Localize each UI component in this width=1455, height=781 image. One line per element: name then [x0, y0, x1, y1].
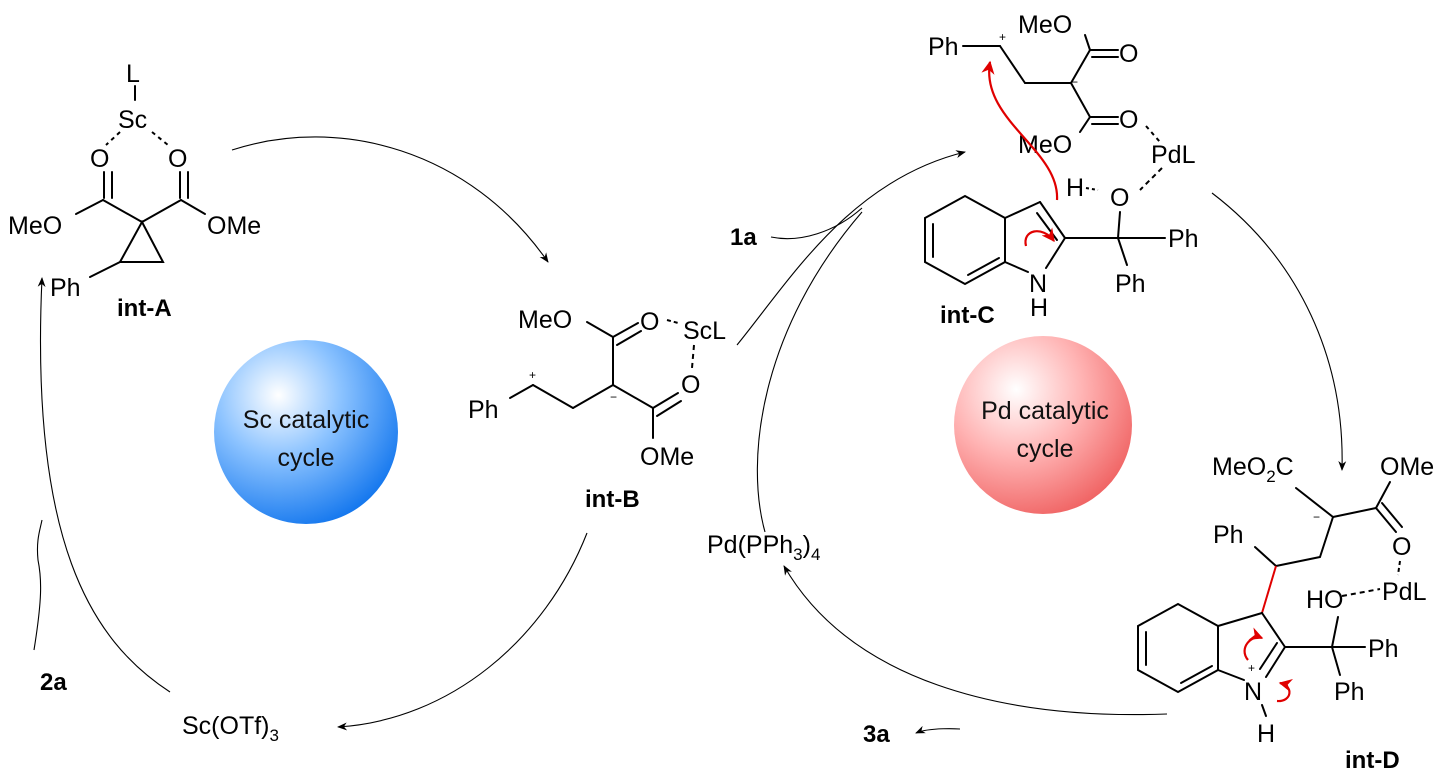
atom-OMe: OMe [640, 443, 694, 471]
atom-L: L [126, 60, 140, 88]
pd-cycle-label-line1: Pd catalytic [981, 397, 1109, 425]
svg-text:+: + [999, 30, 1006, 44]
svg-text:MeO2C: MeO2C [1212, 453, 1294, 486]
atom-MeO: MeO [1018, 131, 1072, 159]
svg-text:Pd(PPh3)4: Pd(PPh3)4 [707, 531, 820, 564]
pd-catalytic-cycle-sphere: Pd catalytic cycle [954, 336, 1132, 514]
int-D-label: int-D [1345, 747, 1400, 774]
product-3a: 3a [863, 721, 890, 748]
svg-text:+: + [529, 368, 536, 382]
atom-Ph: Ph [468, 396, 499, 424]
svg-text:Sc(OTf)3: Sc(OTf)3 [182, 712, 279, 745]
atom-Sc: Sc [118, 106, 147, 134]
atom-O: O [1119, 106, 1138, 134]
atom-O: O [640, 308, 659, 336]
atom-OMe: OMe [1380, 453, 1434, 481]
new-cc-bond [1261, 565, 1277, 614]
atom-O: O [1110, 184, 1129, 212]
arrow-intB-to-ScOTf3 [337, 532, 588, 731]
atom-MeO: MeO [518, 306, 572, 334]
atom-O: O [90, 145, 109, 173]
atom-H: H [1066, 174, 1084, 202]
arrow-to-3a [915, 725, 961, 734]
sc-otf3-catalyst: Sc(OTf)3 [182, 712, 279, 745]
svg-text:−: − [1071, 75, 1078, 89]
svg-text:−: − [610, 390, 617, 404]
atom-O: O [1392, 533, 1411, 561]
intermediate-int-C: Ph + MeO − O O MeO PdL H O N H [924, 11, 1199, 329]
int-B-label: int-B [585, 486, 640, 513]
atom-N: N [1029, 270, 1047, 298]
electron-arrow-icon [1024, 227, 1055, 247]
int-A-label: int-A [117, 295, 172, 322]
sc-cycle-label-line2: cycle [278, 444, 335, 472]
atom-PdL: PdL [1151, 141, 1196, 169]
atom-O: O [1119, 40, 1138, 68]
svg-text:−: − [1313, 510, 1320, 524]
atom-HO: HO [1306, 586, 1344, 614]
atom-Ph: Ph [1115, 270, 1146, 298]
atom-H: H [1030, 294, 1048, 322]
atom-Ph: Ph [1368, 635, 1399, 663]
pd-pph3-4-catalyst: Pd(PPh3)4 [707, 531, 820, 564]
arrow-intB-to-intC [736, 150, 966, 346]
arrow-2a-join [33, 519, 43, 651]
atom-PdL: PdL [1382, 578, 1427, 606]
int-C-label: int-C [940, 302, 995, 329]
electron-arrow-icon [981, 60, 1059, 201]
atom-Ph: Ph [1334, 678, 1365, 706]
sc-catalytic-cycle-sphere: Sc catalytic cycle [214, 340, 398, 524]
arrow-intD-to-Pd0 [783, 565, 1168, 716]
atom-N: N [1244, 678, 1262, 706]
atom-Ph: Ph [1168, 225, 1199, 253]
atom-MeO: MeO [1018, 11, 1072, 39]
intermediate-int-A: L Sc O O MeO OMe Ph int-A [8, 60, 261, 322]
atom-Ph: Ph [928, 33, 959, 61]
reagent-2a: 2a [40, 669, 67, 696]
atom-O: O [681, 371, 700, 399]
atom-Ph: Ph [50, 274, 81, 302]
atom-ScL: ScL [683, 317, 726, 345]
pd-cycle-label-line2: cycle [1017, 435, 1074, 463]
electron-arrow-icon [1276, 679, 1294, 703]
electron-arrow-icon [1243, 627, 1264, 661]
cycle-arrows [33, 136, 1347, 734]
sc-cycle-label-line1: Sc catalytic [243, 406, 369, 434]
svg-text:+: + [1248, 661, 1255, 675]
reagent-1a: 1a [730, 224, 757, 251]
atom-Ph: Ph [1213, 521, 1244, 549]
atom-MeO: MeO [8, 212, 62, 240]
intermediate-int-B: MeO O ScL O OMe − + Ph int-B [468, 306, 726, 513]
arrow-intC-to-intD [1211, 192, 1347, 471]
arrow-intA-to-intB [231, 136, 549, 263]
arrow-ScOTf3-to-intA [37, 277, 171, 693]
atom-OMe: OMe [207, 212, 261, 240]
arrow-1a-join [770, 207, 863, 240]
atom-H: H [1257, 720, 1275, 748]
intermediate-int-D: MeO2C OMe − O Ph PdL HO + N H Ph [1137, 453, 1434, 774]
atom-O: O [168, 145, 187, 173]
arrow-Pd0-to-intC [756, 211, 863, 533]
